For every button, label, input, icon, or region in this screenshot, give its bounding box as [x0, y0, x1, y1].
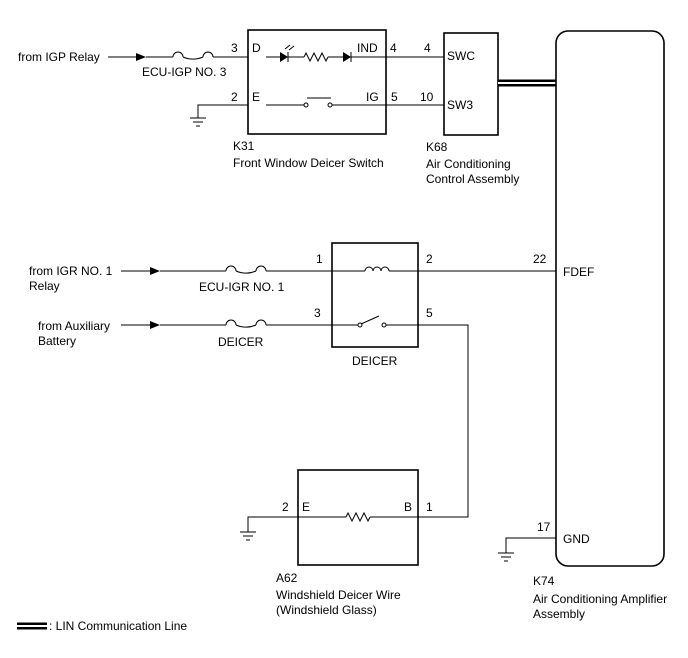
- resistor-icon: [303, 51, 329, 63]
- source-igr-relay-line-1: from IGR NO. 1: [29, 264, 113, 278]
- switch-contact-icon: [303, 102, 309, 108]
- relay-pin-1: 1: [316, 252, 323, 266]
- k74-amplifier-assembly: FDEF GND 17 K74 Air Conditioning Amplifi…: [498, 30, 667, 621]
- relay-contact-icon: [381, 322, 387, 328]
- deicer-relay-box: [331, 242, 419, 348]
- source-igp-relay: from IGP Relay: [18, 50, 100, 64]
- a62-term-e: E: [302, 500, 310, 514]
- fuse-icon: [225, 265, 267, 274]
- fuse-icon: [225, 319, 267, 328]
- relay-pin-3: 3: [314, 306, 321, 320]
- k68-pin-10: 10: [420, 90, 434, 104]
- relay-coil-icon: [364, 266, 390, 272]
- k74-term-fdef: FDEF: [563, 265, 594, 279]
- k31-term-ind: IND: [357, 41, 378, 55]
- k74-pin-17: 17: [537, 520, 551, 534]
- fuse-deicer-label: DEICER: [218, 335, 264, 349]
- source-aux-line-2: Battery: [38, 334, 76, 348]
- igr-relay-circuit: from IGR NO. 1 Relay ECU-IGR NO. 1 1: [29, 252, 332, 294]
- a62-name-line-2: (Windshield Glass): [276, 603, 377, 617]
- a62-term-b: B: [404, 500, 412, 514]
- arrow-icon: [136, 53, 146, 61]
- k74-name-line-2: Assembly: [533, 607, 585, 621]
- relay-switch-arm-icon: [360, 315, 380, 325]
- arrow-icon: [150, 267, 160, 275]
- k68-code: K68: [426, 140, 448, 154]
- legend-lin-label: : LIN Communication Line: [49, 619, 187, 633]
- relay-contact-icon: [357, 322, 363, 328]
- relay-pin-2: 2: [426, 252, 433, 266]
- deicer-relay: DEICER 2 5: [331, 242, 433, 368]
- wire: [197, 104, 248, 118]
- k31-k68-wires: 4 5 4 10: [386, 41, 444, 106]
- k31-term-e: E: [252, 90, 260, 104]
- k31-pin-5: 5: [391, 90, 398, 104]
- k31-term-d: D: [252, 41, 261, 55]
- k31-pin-4: 4: [390, 41, 397, 55]
- k31-code: K31: [233, 139, 255, 153]
- k68-control-assembly: SWC SW3 K68 Air Conditioning Control Ass…: [426, 32, 519, 186]
- a62-name-line-1: Windshield Deicer Wire: [276, 588, 401, 602]
- igp-relay-circuit: from IGP Relay ECU-IGP NO. 3 3: [18, 41, 248, 79]
- k74-box: [555, 30, 665, 567]
- wire-ground: [247, 516, 298, 532]
- k74-name-line-1: Air Conditioning Amplifier: [533, 592, 667, 606]
- k31-box: [247, 29, 387, 135]
- fuse-ecu-igp-label: ECU-IGP NO. 3: [142, 65, 227, 79]
- diode-icon: [343, 52, 351, 62]
- k68-term-sw3: SW3: [447, 98, 473, 112]
- deicer-relay-name: DEICER: [352, 354, 398, 368]
- source-igr-relay-line-2: Relay: [29, 279, 60, 293]
- arrow-icon: [150, 321, 160, 329]
- legend: : LIN Communication Line: [17, 619, 187, 633]
- led-light-icon: [284, 44, 291, 50]
- k31-name: Front Window Deicer Switch: [233, 156, 384, 170]
- k68-name-line-2: Control Assembly: [426, 172, 519, 186]
- k31-ground-circuit: 2: [190, 90, 248, 127]
- switch-contact-icon: [327, 102, 333, 108]
- k68-name-line-1: Air Conditioning: [426, 157, 511, 171]
- wire-ground: [505, 537, 556, 553]
- a62-code: A62: [276, 571, 298, 585]
- k31-pin-3: 3: [231, 41, 238, 55]
- relay-pin-5: 5: [426, 306, 433, 320]
- k68-term-swc: SWC: [447, 49, 475, 63]
- heater-resistor-icon: [345, 511, 371, 523]
- k31-pin-2: 2: [231, 90, 238, 104]
- relay-k74-wires: 22: [418, 252, 556, 518]
- k31-term-ig: IG: [366, 90, 379, 104]
- k31-switch: D E IND IG K31 Front Window Deicer Switc…: [233, 29, 387, 170]
- wire-deicer-to-a62: [418, 324, 469, 518]
- source-aux-line-1: from Auxiliary: [38, 319, 110, 333]
- fuse-ecu-igr-label: ECU-IGR NO. 1: [199, 280, 285, 294]
- aux-battery-circuit: from Auxiliary Battery DEICER 3: [38, 306, 332, 349]
- a62-windshield-deicer: E B 1 2 A62 Windshield Deicer Wire (Wind…: [240, 469, 433, 617]
- led-light-icon: [288, 45, 295, 51]
- fuse-icon: [172, 51, 214, 60]
- a62-pin-1: 1: [426, 500, 433, 514]
- k74-pin-22: 22: [533, 252, 547, 266]
- k74-code: K74: [533, 574, 555, 588]
- led-icon: [280, 52, 288, 62]
- k74-term-gnd: GND: [563, 532, 590, 546]
- k68-pin-4: 4: [424, 41, 431, 55]
- a62-pin-2: 2: [282, 500, 289, 514]
